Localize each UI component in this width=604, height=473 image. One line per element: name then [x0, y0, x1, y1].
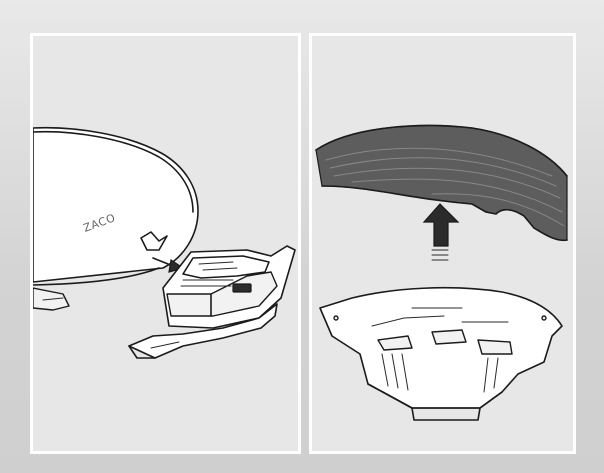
water-tank-base — [319, 286, 563, 421]
mop-pad — [315, 124, 568, 242]
right-step-panel — [309, 33, 576, 454]
arrow-up-icon — [422, 203, 460, 261]
left-step-illustration: ZACO — [33, 126, 296, 359]
left-step-panel: ZACO — [30, 33, 301, 454]
water-tank — [128, 245, 296, 359]
right-step-illustration — [315, 124, 568, 421]
robot-body: ZACO — [33, 126, 199, 311]
